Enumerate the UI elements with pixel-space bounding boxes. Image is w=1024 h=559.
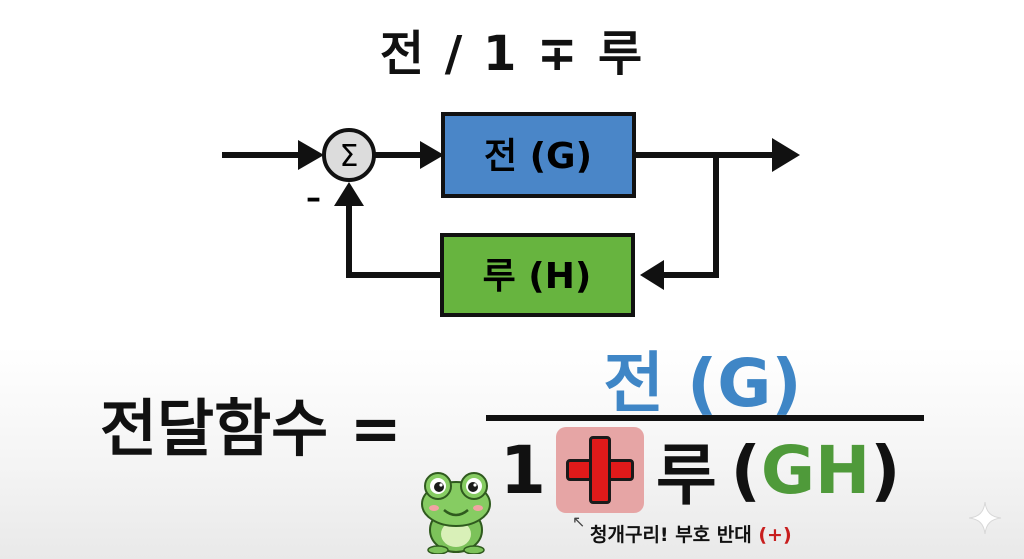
fraction-bar xyxy=(486,415,924,421)
denominator-gh: GH xyxy=(760,431,871,509)
output-arrowhead xyxy=(772,138,800,172)
denominator-open-paren: ( xyxy=(730,431,761,509)
forward-block xyxy=(441,112,636,198)
note-pointer-icon: ↖ xyxy=(572,512,586,531)
error-arrowhead xyxy=(420,141,444,169)
formula-denominator: 1 루 ( GH ) xyxy=(500,425,900,515)
plus-sign-icon xyxy=(555,427,644,513)
frog-icon xyxy=(421,472,491,554)
denominator-one: 1 xyxy=(500,431,546,509)
diagram-title: 전 / 1 ∓ 루 xyxy=(379,26,645,82)
feedback-takeoff xyxy=(660,155,719,278)
transfer-function-label: 전달함수 = xyxy=(100,392,402,465)
note-plus: (+) xyxy=(758,524,792,546)
sparkle-icon xyxy=(968,501,1002,535)
feedback-return-arrowhead xyxy=(334,182,364,206)
frog-note: 청개구리! 부호 반대 (+) xyxy=(572,520,792,547)
minus-sign: – xyxy=(306,181,321,216)
note-text: 청개구리! 부호 반대 xyxy=(590,524,752,546)
formula-numerator: 전 (G) xyxy=(603,345,802,422)
forward-block-label: 전 (G) xyxy=(484,136,592,177)
sigma-icon: Σ xyxy=(340,139,359,174)
feedback-return xyxy=(346,200,442,278)
denominator-close-paren: ) xyxy=(870,431,901,509)
input-arrowhead xyxy=(298,140,324,170)
denominator-ru: 루 xyxy=(655,437,717,514)
feedback-block-label: 루 (H) xyxy=(483,256,592,297)
feedback-arrowhead xyxy=(640,260,664,290)
block-diagram: Σ – 전 (G) 루 (H) xyxy=(222,112,800,317)
